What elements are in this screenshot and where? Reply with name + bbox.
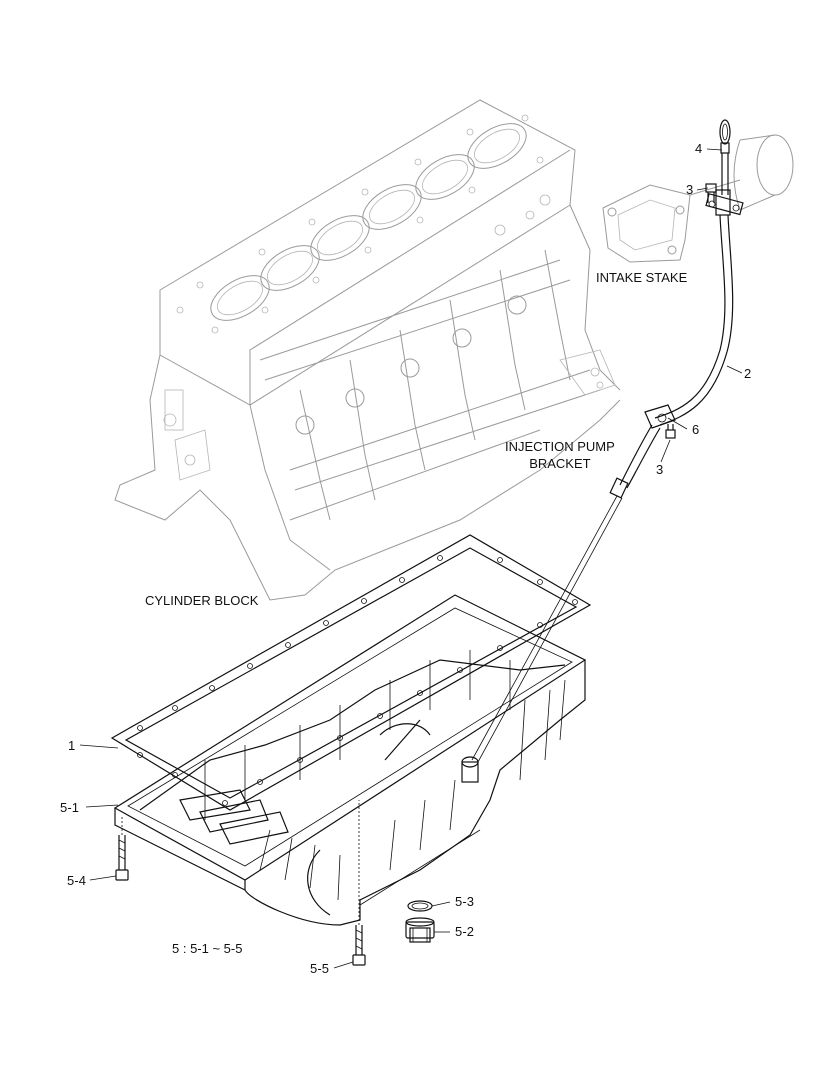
callout-5-2: 5-2 bbox=[455, 924, 475, 939]
block-side-details bbox=[163, 349, 616, 481]
dipstick-boss bbox=[461, 756, 479, 783]
intake-stake-caption: INTAKE STAKE bbox=[596, 270, 688, 285]
cylinder-block-caption: CYLINDER BLOCK bbox=[145, 593, 259, 608]
intake-stake-drawing bbox=[602, 134, 794, 263]
callout-3-lower: 3 bbox=[656, 462, 664, 477]
cylinder-block-drawing bbox=[114, 99, 621, 601]
cylinder-bores bbox=[210, 123, 527, 321]
dipstick-handle bbox=[719, 119, 731, 195]
callout-1: 1 bbox=[68, 738, 76, 753]
assembly-note: 5 : 5-1 ~ 5-5 bbox=[172, 941, 243, 956]
injection-pump-bracket-line1: INJECTION PUMP bbox=[505, 439, 615, 454]
injection-pump-bracket-caption: INJECTION PUMP BRACKET bbox=[505, 438, 615, 472]
oil-pan-gasket bbox=[110, 534, 592, 811]
tube-bracket-6 bbox=[644, 404, 676, 429]
dipstick-assembly bbox=[471, 119, 744, 763]
bolt-5-5 bbox=[352, 800, 366, 966]
crankcase-webs bbox=[259, 249, 601, 521]
gasket-bolt-holes bbox=[137, 555, 578, 806]
bolt-3-lower bbox=[665, 424, 676, 439]
callout-6: 6 bbox=[692, 422, 700, 437]
drain-plug-5-2 bbox=[405, 917, 435, 943]
injection-pump-bracket-line2: BRACKET bbox=[529, 456, 591, 471]
callout-2: 2 bbox=[744, 366, 752, 381]
callout-5-4: 5-4 bbox=[67, 873, 87, 888]
deck-bolt-holes bbox=[176, 114, 551, 334]
bolt-3-upper bbox=[705, 183, 717, 203]
oil-pan-inner-walls bbox=[204, 650, 511, 820]
callout-5-3: 5-3 bbox=[455, 894, 475, 909]
callout-5-5: 5-5 bbox=[310, 961, 330, 976]
callout-4: 4 bbox=[695, 141, 703, 156]
callout-3-upper: 3 bbox=[686, 182, 694, 197]
callout-5-1: 5-1 bbox=[60, 800, 80, 815]
bolt-5-4 bbox=[115, 815, 129, 881]
oil-pan bbox=[113, 594, 587, 926]
oil-pan-ribs bbox=[259, 679, 566, 901]
oil-pan-baffles bbox=[179, 719, 431, 845]
o-ring-5-3 bbox=[407, 900, 433, 912]
callout-leader-lines bbox=[79, 148, 743, 969]
